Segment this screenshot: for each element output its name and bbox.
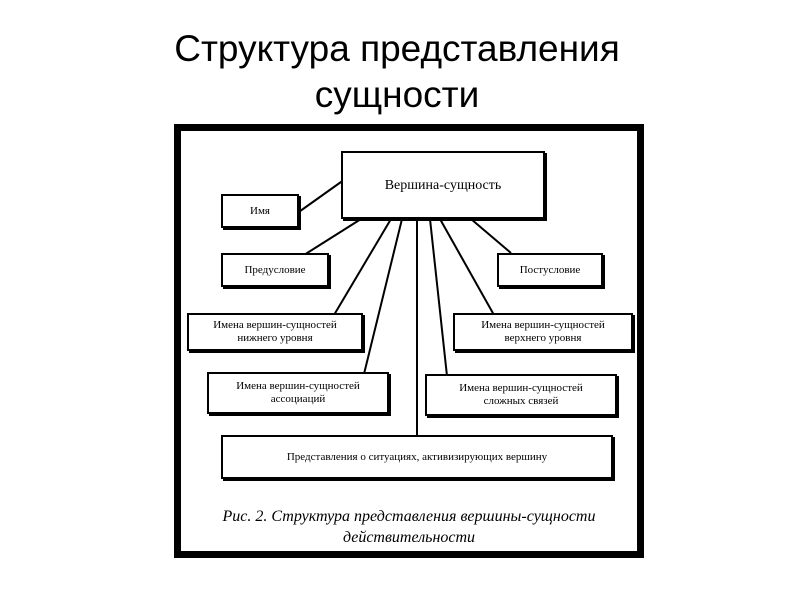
slide-title-line1: Структура представления xyxy=(174,28,620,69)
connector-complex-links xyxy=(429,218,448,377)
node-lower-level: Имена вершин-сущностей нижнего уровня xyxy=(187,313,363,351)
connector-postcondition xyxy=(470,218,512,254)
slide-title-line2: сущности xyxy=(314,74,480,115)
connector-lower-level xyxy=(333,218,392,316)
connector-lines xyxy=(295,176,512,435)
slide-title: Структура представления сущности xyxy=(0,26,794,118)
figure-caption-line2: действительности xyxy=(342,529,476,546)
node-situations: Представления о ситуациях, активизирующи… xyxy=(221,435,613,479)
diagram-figure: Вершина-сущность Имя Предусловие Постусл… xyxy=(174,124,644,558)
node-associations: Имена вершин-сущностей ассоциаций xyxy=(207,372,389,414)
connector-name xyxy=(295,176,349,215)
node-name: Имя xyxy=(221,194,299,228)
connector-upper-level xyxy=(439,218,495,316)
node-upper-level: Имена вершин-сущностей верхнего уровня xyxy=(453,313,633,351)
figure-caption-line1: Рис. 2. Структура представления вершины-… xyxy=(222,508,596,525)
node-precondition: Предусловие xyxy=(221,253,329,287)
node-entity-vertex: Вершина-сущность xyxy=(341,151,545,219)
node-postcondition: Постусловие xyxy=(497,253,603,287)
connector-precondition xyxy=(303,218,362,256)
figure-caption: Рис. 2. Структура представления вершины-… xyxy=(181,506,637,548)
node-complex-links: Имена вершин-сущностей сложных связей xyxy=(425,374,617,416)
connector-associations xyxy=(363,218,403,375)
diagram-canvas: Вершина-сущность Имя Предусловие Постусл… xyxy=(181,131,637,551)
